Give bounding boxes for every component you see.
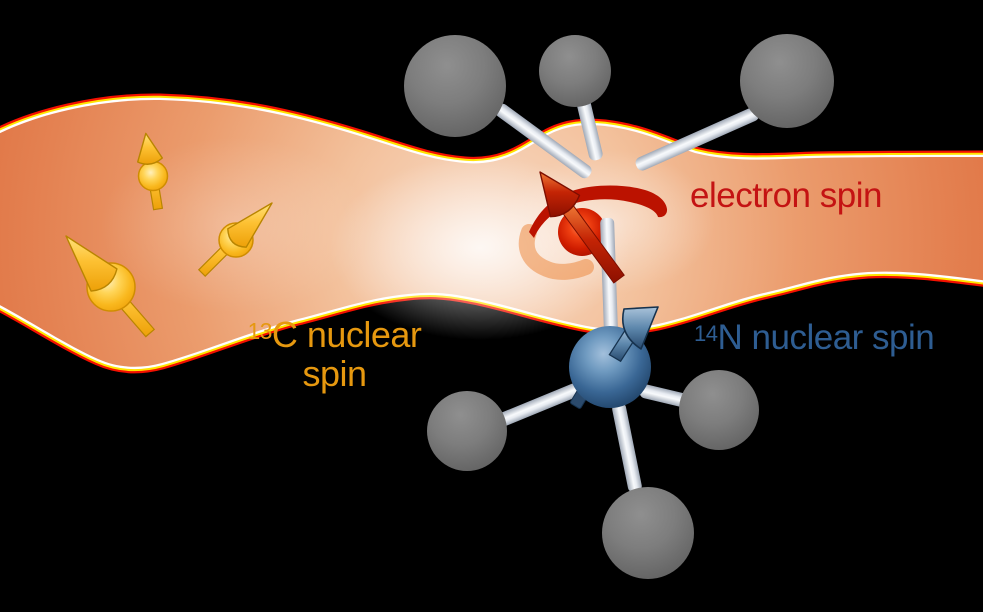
electron-spin-arrow-head bbox=[539, 171, 581, 218]
carbon-atom bbox=[740, 34, 834, 128]
lattice-bond bbox=[495, 383, 581, 427]
carbon-atom bbox=[427, 391, 507, 471]
lattice-bond bbox=[639, 384, 691, 408]
lattice-atoms bbox=[404, 34, 834, 579]
carbon-atom bbox=[539, 35, 611, 107]
label-electron-spin: electron spin bbox=[690, 176, 882, 215]
n14-label-line1: N nuclear spin bbox=[717, 318, 935, 357]
n14-superscript: 14 bbox=[694, 321, 718, 347]
lattice-bond bbox=[612, 402, 642, 493]
c13-spin-arrow-head bbox=[137, 132, 163, 165]
carbon-atom bbox=[602, 487, 694, 579]
c13-nucleus bbox=[137, 160, 169, 192]
c13-spin-arrow-head bbox=[227, 202, 273, 248]
label-c13-nuclear-spin: 13C nuclear spin bbox=[227, 312, 442, 393]
n14-spin-arrow-head bbox=[622, 306, 659, 350]
c13-label-line2: spin bbox=[302, 353, 367, 395]
c13-spin-arrow-head bbox=[65, 235, 118, 292]
c13-spin-arrow-heads bbox=[65, 132, 273, 292]
c13-label-line1: C nuclear bbox=[271, 314, 422, 356]
label-n14-nuclear-spin: 14N nuclear spin bbox=[694, 318, 935, 358]
c13-superscript: 13 bbox=[247, 318, 273, 344]
lattice-bond bbox=[495, 103, 592, 179]
carbon-atom bbox=[679, 370, 759, 450]
lattice-bond bbox=[635, 107, 759, 171]
carbon-atom bbox=[404, 35, 506, 137]
precession-arc-back bbox=[518, 224, 594, 280]
